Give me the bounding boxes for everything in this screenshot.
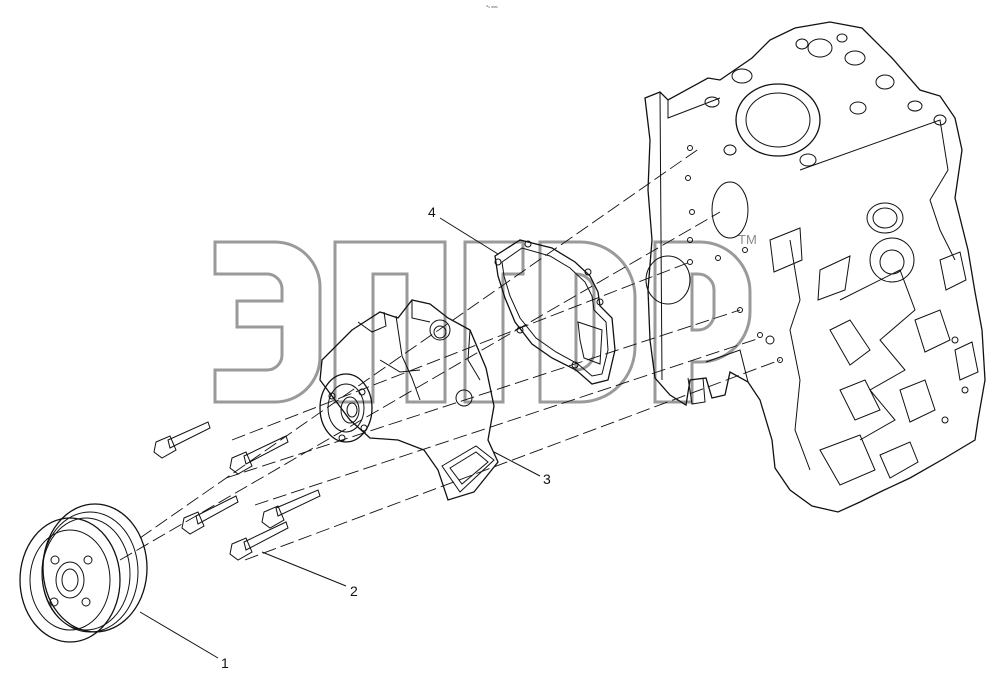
callout-leaders (139, 217, 541, 659)
bolt-4 (261, 489, 321, 529)
pulley (19, 503, 148, 643)
bolt-2 (229, 435, 289, 475)
bolt-5 (229, 521, 289, 561)
callout-2: 2 (350, 583, 358, 599)
callout-3: 3 (543, 471, 551, 487)
bolt-3 (181, 495, 239, 535)
alignment-lines (119, 147, 781, 561)
callout-4: 4 (428, 204, 436, 220)
bolt-1 (153, 421, 211, 459)
gasket (494, 239, 616, 385)
trademark-mark: TM (738, 232, 757, 247)
engine-block (644, 21, 986, 513)
header-mark: ⁴ₛ ₘₘ (486, 4, 498, 10)
water-pump (319, 299, 499, 501)
bolt-set (153, 421, 321, 561)
watermark-logo: TM (213, 232, 757, 404)
callout-1: 1 (221, 655, 229, 671)
